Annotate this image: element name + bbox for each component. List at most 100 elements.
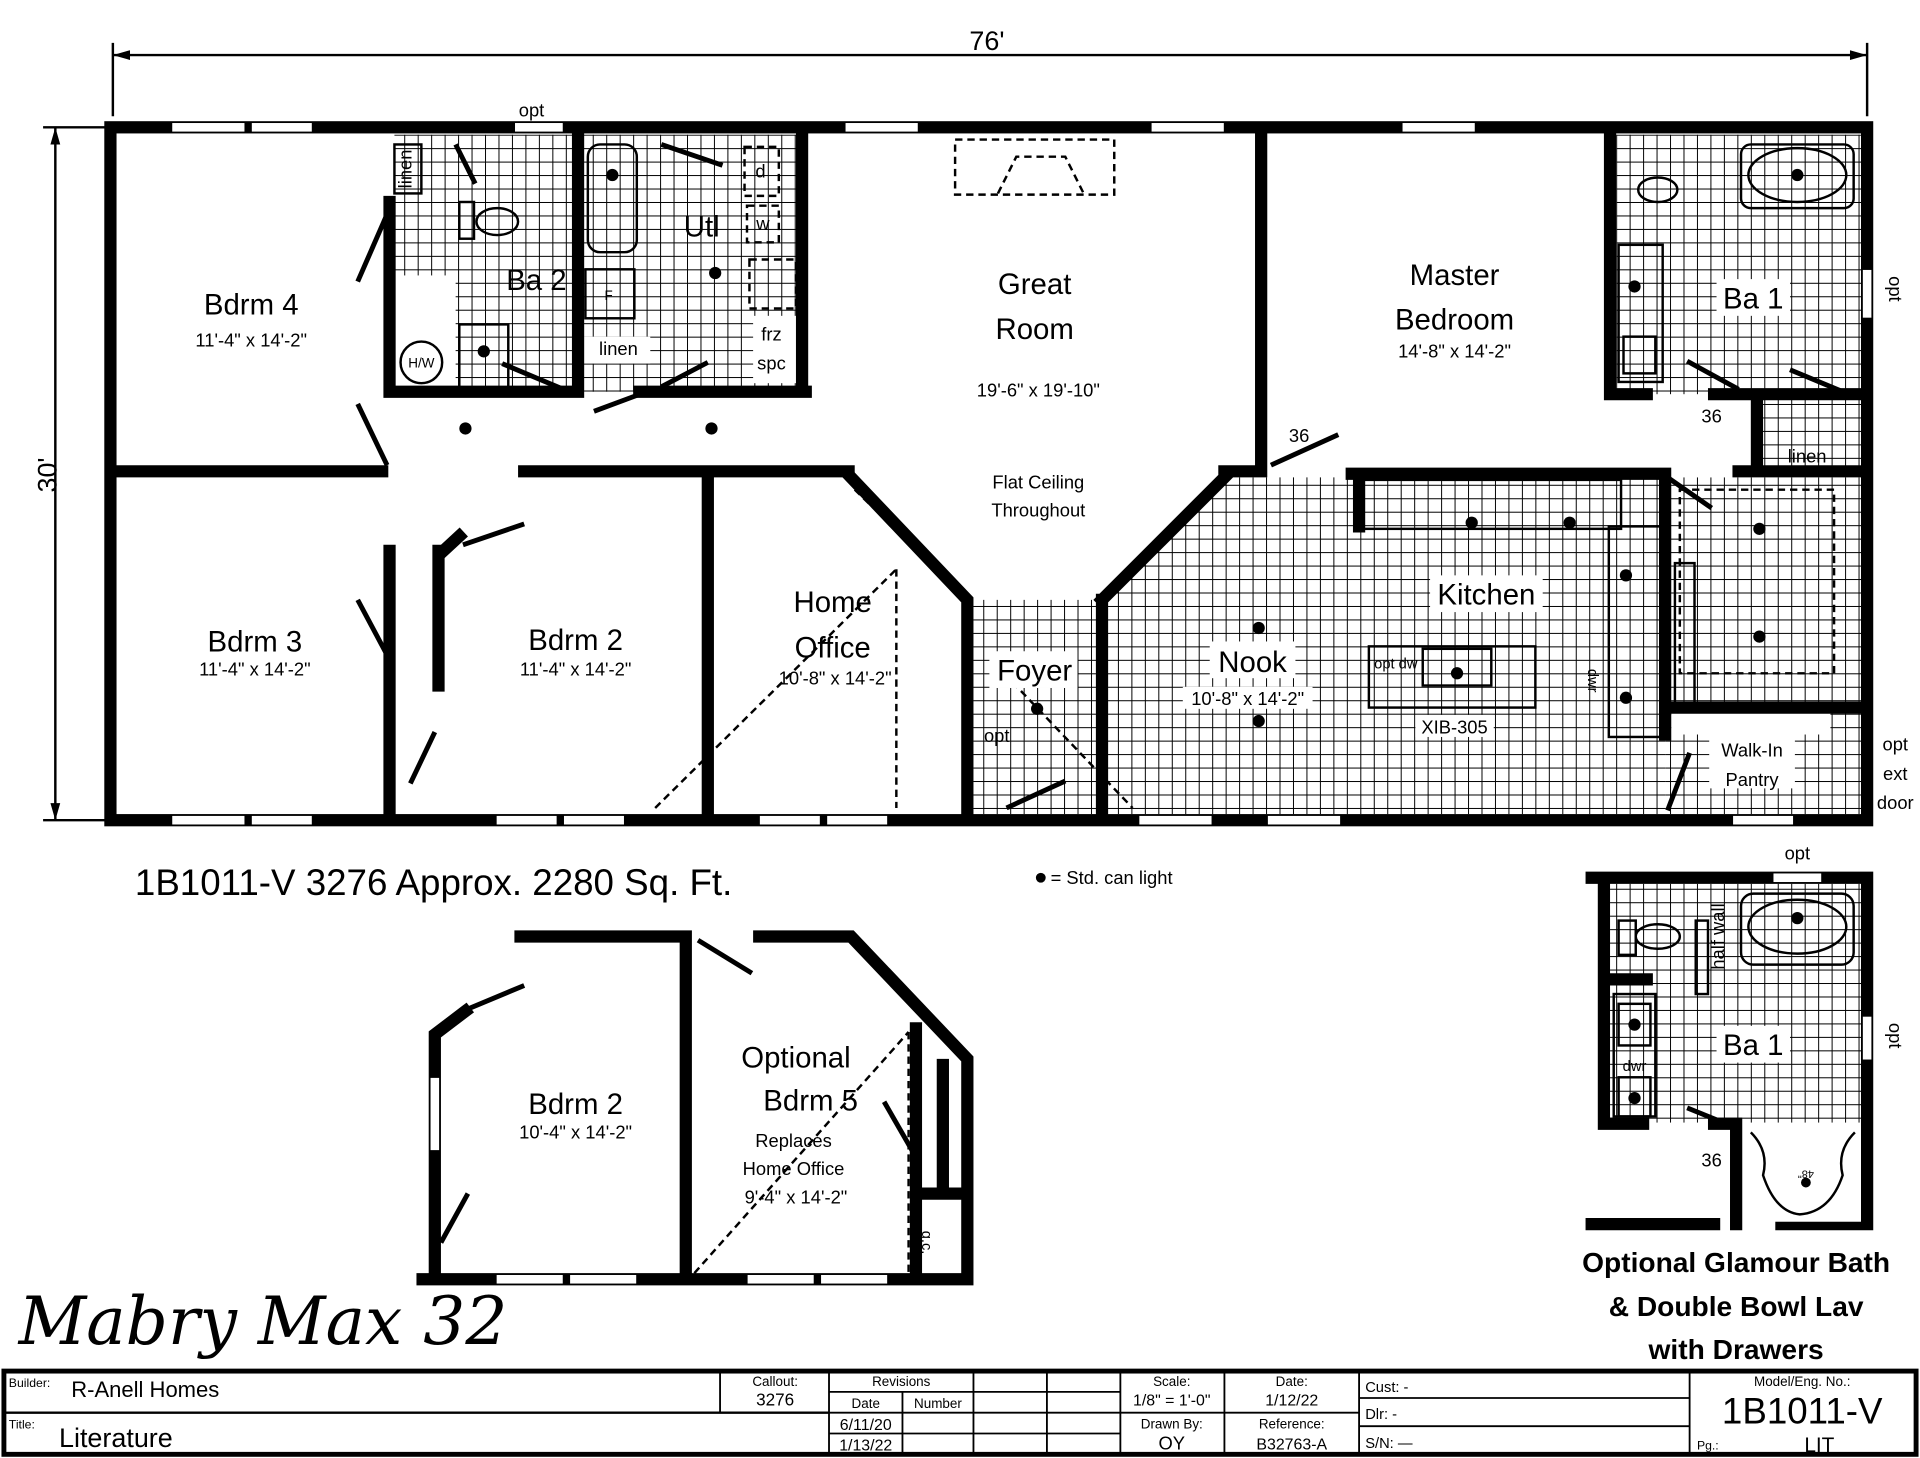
opt-window-note: opt [519, 99, 545, 120]
bdrm4-name: Bdrm 4 [204, 289, 299, 322]
master-line1: Master [1410, 259, 1500, 292]
doors [355, 142, 1850, 812]
opt-dishwasher-label: opt dw [1374, 656, 1418, 672]
page-value: LIT [1804, 1434, 1834, 1457]
half-wall-label: half wall [1707, 903, 1728, 969]
utl-name: Utl [684, 210, 720, 243]
rev-date-2: 1/13/22 [839, 1438, 892, 1455]
rev-date-1: 6/11/20 [840, 1417, 892, 1434]
builder-value: R-Anell Homes [71, 1377, 219, 1402]
can-light-icon [1563, 516, 1576, 529]
island-label: XIB-305 [1421, 716, 1487, 737]
fixtures [393, 138, 1855, 739]
model-label: Model/Eng. No.: [1754, 1374, 1850, 1389]
pantry-line2: Pantry [1726, 769, 1780, 790]
foyer-name: Foyer [997, 655, 1072, 688]
can-light-icon [1252, 714, 1265, 728]
replaces-line2: Home Office [743, 1158, 845, 1179]
alt-bdrm2-name: Bdrm 2 [528, 1088, 623, 1121]
master-size: 14'-8" x 14'-2" [1398, 340, 1511, 361]
alternate-bedroom-plan: Bdrm 2 10'-4" x 14'-2" Optional Bdrm 5 R… [416, 930, 974, 1286]
drawer-label: dwr [1584, 669, 1600, 693]
nook-size: 10'-8" x 14'-2" [1191, 688, 1304, 709]
rev-date-header: Date [852, 1396, 880, 1411]
can-light-icon [1252, 621, 1265, 635]
ext-door-note-1: opt [1883, 733, 1909, 754]
bdrm3-size: 11'-4" x 14'-2" [199, 659, 311, 680]
title-label: Title: [9, 1418, 35, 1432]
page-label: Pg.: [1697, 1438, 1719, 1452]
ba2-name: Ba 2 [506, 264, 566, 297]
door-36-note: 36 [1289, 425, 1309, 446]
glamour-door-36: 36 [1701, 1150, 1721, 1171]
bdrm3-name: Bdrm 3 [208, 625, 303, 658]
plan-name: Mabry Max 32 [18, 1283, 508, 1360]
title-value: Literature [59, 1423, 173, 1453]
revisions-label: Revisions [872, 1374, 931, 1389]
replaces-line1: Replaces [755, 1130, 832, 1151]
great-room-size: 19'-6" x 19'-10" [977, 380, 1100, 401]
can-light-legend: = Std. can light [1051, 867, 1173, 888]
ceiling-note-1: Flat Ceiling [992, 471, 1084, 492]
dealer-field: Dlr: - [1365, 1407, 1397, 1423]
kitchen-name: Kitchen [1437, 579, 1535, 612]
can-light-icon [1450, 667, 1464, 680]
glamour-opt-window: opt [1785, 842, 1811, 863]
nook-name: Nook [1218, 646, 1287, 679]
can-light-icon [1619, 691, 1633, 704]
furnace-label: F [605, 288, 613, 303]
ceiling-note-2: Throughout [991, 500, 1085, 521]
space-label: spc [757, 353, 786, 374]
great-room-line1: Great [998, 268, 1071, 301]
glamour-bath-plan: 48" opt half wall Ba 1 opt dwr 36 Option… [1582, 842, 1906, 1364]
headline: 1B1011-V 3276 Approx. 2280 Sq. Ft. [135, 862, 732, 903]
linen-closet-ba1: linen [1788, 446, 1827, 467]
home-office-size: 10'-8" x 14'-2" [779, 667, 892, 688]
bdrm5-line1: Optional [741, 1041, 850, 1074]
callout-label: Callout: [752, 1374, 798, 1389]
depth-dimension: 30' [33, 126, 111, 822]
can-light-icon [705, 422, 718, 435]
alt-bdrm2-size: 10'-4" x 14'-2" [519, 1121, 632, 1142]
drawn-by-value: OY [1159, 1432, 1186, 1453]
customer-field: Cust: - [1365, 1380, 1408, 1396]
dryer-label: d [755, 161, 765, 182]
scale-value: 1/8" = 1'-0" [1133, 1392, 1211, 1409]
drawn-by-label: Drawn By: [1141, 1417, 1203, 1432]
gc-label: g.c. [918, 1231, 934, 1255]
home-office-line2: Office [795, 631, 871, 664]
serial-number-field: S/N: — [1365, 1436, 1413, 1452]
bdrm5-line2: Bdrm 5 [763, 1084, 858, 1117]
glamour-caption-3: with Drawers [1648, 1334, 1824, 1365]
plan-notes: opt opt opt linen linen linen d w frz sp… [395, 99, 1914, 813]
date-label: Date: [1276, 1374, 1308, 1389]
glamour-caption-2: & Double Bowl Lav [1609, 1291, 1864, 1322]
water-heater-label: H/W [408, 355, 434, 370]
can-light-legend-icon [1035, 872, 1046, 883]
title-block: Builder: R-Anell Homes Title: Literature… [1, 1368, 1919, 1457]
home-office-line1: Home [794, 586, 872, 619]
glamour-ba1-name: Ba 1 [1723, 1029, 1783, 1062]
width-dimension: 76' [111, 26, 1869, 117]
date-value: 1/12/22 [1265, 1392, 1318, 1409]
glamour-drawer-label: dwr [1623, 1059, 1647, 1075]
room-labels: Bdrm 4 11'-4" x 14'-2" Bdrm 3 11'-4" x 1… [195, 210, 1795, 790]
width-label: 76' [969, 26, 1004, 56]
opt-window-note-ba1: opt [1885, 276, 1906, 302]
builder-label: Builder: [9, 1376, 50, 1390]
callout-value: 3276 [756, 1389, 794, 1409]
door-36-note-ba1: 36 [1701, 405, 1721, 426]
glamour-opt-side-window: opt [1885, 1023, 1906, 1049]
bdrm2-size: 11'-4" x 14'-2" [520, 659, 632, 680]
can-light-icon [1619, 569, 1633, 582]
opt-foyer-note: opt [984, 725, 1010, 746]
reference-value: B32763-A [1256, 1436, 1327, 1453]
rev-number-header: Number [914, 1396, 962, 1411]
bdrm5-size: 9'-4" x 14'-2" [745, 1186, 848, 1207]
can-light-icon [1031, 702, 1044, 715]
freezer-label: frz [761, 323, 781, 344]
can-light-icon [709, 266, 722, 280]
interior-walls [110, 128, 1868, 821]
reference-label: Reference: [1259, 1417, 1325, 1432]
depth-label: 30' [33, 457, 63, 492]
